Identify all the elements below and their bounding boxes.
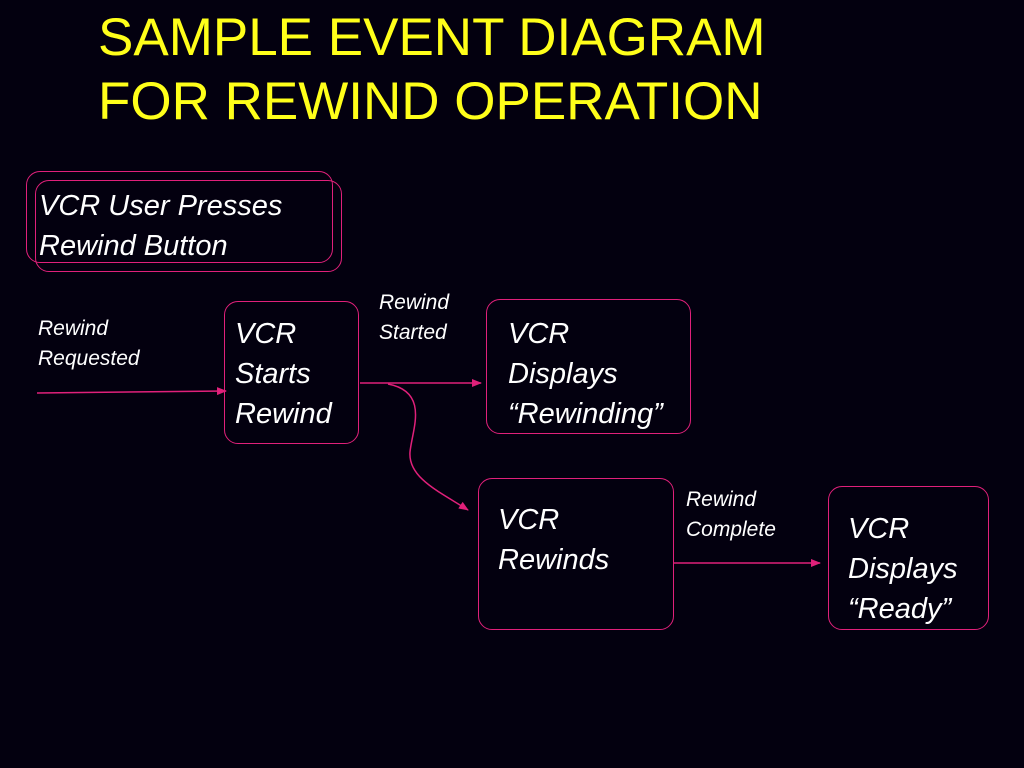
arrow-rewind-requested xyxy=(36,387,227,396)
node-rewinds xyxy=(478,478,674,630)
node-displays-rewinding-line-3: “Rewinding” xyxy=(508,398,663,430)
node-user-presses-line-2: Rewind Button xyxy=(39,230,228,262)
arrow-to-rewinds xyxy=(387,383,469,511)
node-starts-rewind-text: VCR Starts Rewind xyxy=(235,314,332,434)
node-displays-ready-text: VCR Displays “Ready” xyxy=(848,509,958,629)
node-starts-rewind xyxy=(224,301,359,444)
event-rewind-complete: Rewind Complete xyxy=(686,485,776,545)
event-rewind-started: Rewind Started xyxy=(379,288,449,348)
title-line-1: SAMPLE EVENT DIAGRAM xyxy=(98,8,766,67)
event-rewind-requested: Rewind Requested xyxy=(38,314,140,374)
node-displays-ready-line-3: “Ready” xyxy=(848,593,952,625)
node-user-presses-outline-inner xyxy=(35,180,342,272)
event-rewind-started-line-1: Rewind xyxy=(379,291,450,314)
node-rewinds-line-2: Rewinds xyxy=(498,544,610,576)
event-rewind-requested-line-1: Rewind xyxy=(38,317,109,340)
slide-title: SAMPLE EVENT DIAGRAM FOR REWIND OPERATIO… xyxy=(98,6,958,134)
node-displays-rewinding xyxy=(486,299,691,434)
node-starts-rewind-line-3: Rewind xyxy=(235,398,332,430)
node-rewinds-text: VCR Rewinds xyxy=(498,500,609,580)
node-starts-rewind-line-2: Starts xyxy=(235,358,311,390)
node-starts-rewind-line-1: VCR xyxy=(235,318,297,350)
node-user-presses-line-1: VCR User Presses xyxy=(39,190,283,222)
node-displays-ready-line-1: VCR xyxy=(848,513,910,545)
event-rewind-complete-line-1: Rewind xyxy=(686,488,757,511)
node-displays-ready-line-2: Displays xyxy=(848,553,958,585)
event-rewind-complete-line-2: Complete xyxy=(686,518,776,541)
node-displays-rewinding-line-2: Displays xyxy=(508,358,618,390)
event-rewind-started-line-2: Started xyxy=(379,321,447,344)
node-displays-ready xyxy=(828,486,989,630)
title-line-2: FOR REWIND OPERATION xyxy=(98,72,763,131)
node-displays-rewinding-line-1: VCR xyxy=(508,318,570,350)
node-rewinds-line-1: VCR xyxy=(498,504,560,536)
node-displays-rewinding-text: VCR Displays “Rewinding” xyxy=(508,314,663,434)
node-user-presses-text: VCR User Presses Rewind Button xyxy=(39,186,282,266)
event-rewind-requested-line-2: Requested xyxy=(38,347,140,370)
node-user-presses-outline-outer xyxy=(26,171,333,263)
